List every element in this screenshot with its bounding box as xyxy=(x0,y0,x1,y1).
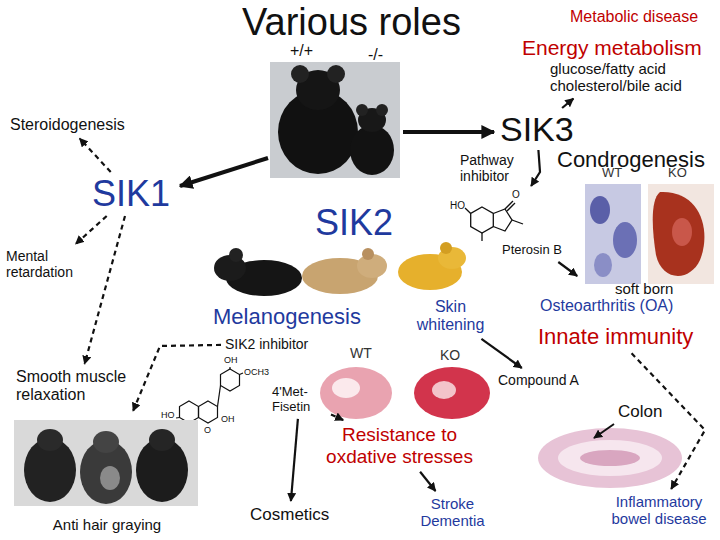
dashed-arrow xyxy=(133,345,221,411)
node-text: SIK2 xyxy=(315,205,393,241)
brain-sections xyxy=(320,367,490,419)
node-text: Osteoarthritis (OA) xyxy=(540,297,673,315)
node-text: Anti hair graying xyxy=(12,516,202,533)
colon-section xyxy=(538,428,682,488)
role-label: Cosmetics xyxy=(250,505,329,525)
node-text: Smooth muscle relaxation xyxy=(16,368,141,405)
node-text: Inflammatory bowel disease xyxy=(605,493,713,528)
role-label: Skin whitening xyxy=(408,298,493,335)
solid-arrow xyxy=(291,419,298,501)
dashed-arrow xyxy=(632,353,705,489)
node-text: SIK1 xyxy=(92,176,170,212)
gene-label: SIK2 xyxy=(315,205,393,241)
solid-arrow xyxy=(562,99,573,108)
role-label: Energy metabolismglucose/fatty acid chol… xyxy=(522,36,705,95)
figure-label: HO xyxy=(450,200,465,211)
role-label: Resistance to oxdative stresses xyxy=(312,424,487,468)
colon-pointer xyxy=(594,424,614,438)
node-text: Steroidogenesis xyxy=(10,116,125,134)
disease-label: Stroke Dementia xyxy=(415,495,490,530)
photo-panel: Anti hair graying xyxy=(12,415,202,533)
slide-title: Various roles xyxy=(242,2,461,44)
figure-label: -/- xyxy=(368,46,383,64)
photo-arrow xyxy=(403,130,494,134)
figure-label: O xyxy=(204,426,211,436)
role-label: Innate immunity xyxy=(538,324,693,349)
node-text: Resistance to oxdative stresses xyxy=(312,424,487,468)
dashed-arrow xyxy=(76,216,107,244)
node-text: Mental retardation xyxy=(6,248,101,280)
compound-label: 4'Met-Fisetin xyxy=(272,385,327,415)
role-label: Steroidogenesis xyxy=(10,116,125,134)
disease-label: Metabolic disease xyxy=(570,8,698,26)
disease-label: Inflammatory bowel disease xyxy=(605,493,713,528)
figure-label: O xyxy=(512,189,520,200)
compound-label: Compound A xyxy=(498,372,579,388)
node-text: Stroke Dementia xyxy=(415,495,490,530)
figure-label: HO xyxy=(161,411,175,421)
cartilage-sections xyxy=(585,184,714,284)
edge-label: Pathway inhibitor xyxy=(460,152,520,184)
figure-label: KO xyxy=(668,166,687,180)
gene-label: SIK1 xyxy=(92,176,170,212)
role-label: Smooth muscle relaxation xyxy=(16,368,141,405)
solid-arrow xyxy=(531,150,540,186)
pterosin-structure xyxy=(465,201,523,241)
node-text: SIK3 xyxy=(500,112,574,146)
gene-label: SIK3 xyxy=(500,112,574,146)
role-label: Mental retardation xyxy=(6,248,101,280)
dashed-arrow xyxy=(331,414,343,420)
node-text: Metabolic disease xyxy=(570,8,698,26)
solid-arrow xyxy=(420,472,435,491)
node-text: Melanogenesis xyxy=(213,304,361,329)
figure-label: OH xyxy=(221,415,235,425)
compound-label: SIK2 inhibitor xyxy=(225,336,308,352)
figure-label: OCH3 xyxy=(244,368,269,378)
node-text: Energy metabolism xyxy=(522,36,705,60)
solid-arrow xyxy=(481,339,521,368)
figure-label: +/+ xyxy=(290,42,313,60)
figure-label: WT xyxy=(602,166,622,180)
node-text: Cosmetics xyxy=(250,505,329,525)
figure-label: Colon xyxy=(618,403,662,422)
node-text: SIK2 inhibitor xyxy=(225,336,308,352)
photo-arrow xyxy=(180,158,268,186)
hair-graying-mice xyxy=(14,420,198,506)
disease-label: soft bornOsteoarthritis (OA) xyxy=(540,280,673,316)
role-label: Melanogenesis xyxy=(213,304,361,329)
figure-label: OH xyxy=(224,356,238,366)
coat-colour-mice xyxy=(214,242,466,296)
node-text: 4'Met-Fisetin xyxy=(272,385,327,415)
knockout-mice-photo xyxy=(270,62,400,178)
dashed-arrow xyxy=(80,138,111,172)
node-text: glucose/fatty acid cholesterol/bile acid xyxy=(550,60,705,95)
node-text: soft born xyxy=(540,280,673,297)
solid-arrow xyxy=(558,262,577,276)
dashed-arrow xyxy=(85,216,125,364)
node-text: Compound A xyxy=(498,372,579,388)
figure-label: WT xyxy=(350,346,372,361)
compound-label: Pterosin B xyxy=(452,190,562,258)
node-text: Innate immunity xyxy=(538,324,693,349)
figure-label: KO xyxy=(440,348,460,363)
node-text: Pterosin B xyxy=(452,243,562,258)
node-text: Skin whitening xyxy=(408,298,493,335)
